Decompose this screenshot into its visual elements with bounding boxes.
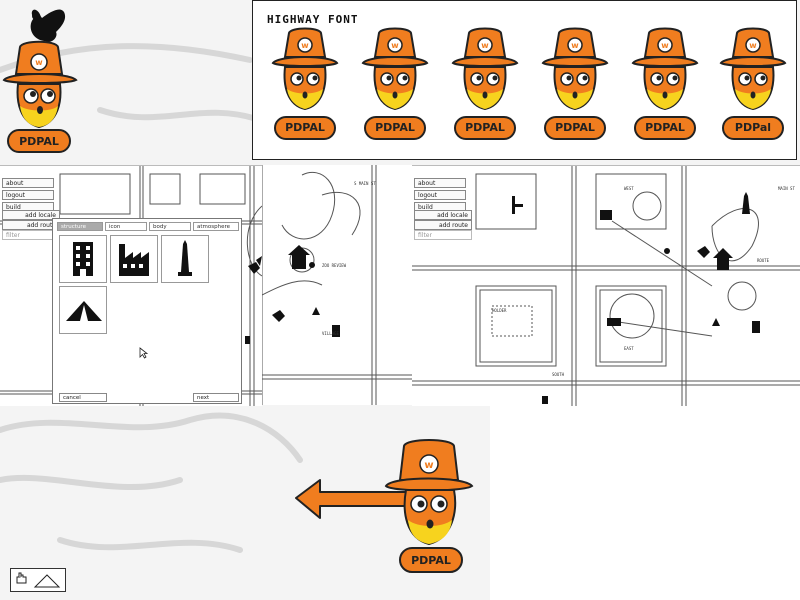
next-button[interactable]: next	[193, 393, 239, 402]
svg-text:w: w	[301, 41, 309, 50]
cursor-arrow-icon	[139, 347, 149, 359]
map-label-main-st: MAIN ST	[778, 186, 795, 191]
map-screenshot-left: about logout build add locale add route …	[0, 165, 262, 406]
svg-text:w: w	[424, 460, 433, 471]
font-sample-label: PDPAL	[465, 121, 505, 134]
building-icon	[73, 242, 93, 276]
svg-text:w: w	[749, 41, 757, 50]
svg-text:S MAIN ST: S MAIN ST	[354, 181, 376, 186]
hand-pointer-icon	[16, 572, 27, 584]
factory-icon	[119, 244, 149, 276]
map-label-route: ROUTE	[757, 258, 770, 263]
menu-logout-button[interactable]: logout	[2, 190, 54, 200]
obelisk-icon	[178, 240, 192, 276]
menu-add-locale-button[interactable]: add locale	[2, 210, 60, 220]
tent-tile[interactable]	[59, 286, 107, 334]
mascot-label-bottom: PDPAL	[411, 554, 451, 567]
triangle-icon	[33, 574, 61, 588]
squirrel-icon	[30, 9, 66, 43]
obelisk-tile[interactable]	[161, 235, 209, 283]
font-sample-label: PDPAL	[285, 121, 325, 134]
svg-text:w: w	[391, 41, 399, 50]
mascot-with-squirrel: w PDPAL	[0, 2, 80, 160]
right-menu-add-locale-button[interactable]: add locale	[414, 210, 472, 220]
tab-body[interactable]: body	[149, 222, 191, 231]
map-label-west: WEST	[624, 186, 634, 191]
map-label-south: SOUTH	[552, 372, 565, 377]
font-panel-title: HIGHWAY FONT	[267, 13, 359, 26]
cancel-button[interactable]: cancel	[59, 393, 107, 402]
menu-about-button[interactable]: about	[2, 178, 54, 188]
factory-tile[interactable]	[110, 235, 158, 283]
right-menu-add-route-button[interactable]: add route	[414, 220, 472, 230]
svg-text:w: w	[661, 41, 669, 50]
font-sample-label: PDPal	[734, 121, 772, 134]
svg-text:VILLAGE: VILLAGE	[322, 331, 339, 336]
svg-text:w: w	[571, 41, 579, 50]
map-screenshot-right: about logout build add locale add route …	[412, 165, 800, 406]
tent-icon	[66, 301, 102, 321]
map-drawing-left-extension: S MAIN ST ZOO REVIEW VILLAGE	[262, 165, 412, 405]
right-menu-about-button[interactable]: about	[414, 178, 466, 188]
tab-icon[interactable]: icon	[105, 222, 147, 231]
font-sample-label: PDPAL	[555, 121, 595, 134]
build-dialog: structure icon body atmosphere	[52, 218, 242, 404]
navigation-icon-box[interactable]	[10, 568, 66, 592]
svg-text:ZOO REVIEW: ZOO REVIEW	[322, 263, 347, 268]
map-label-holder: HOLDER	[492, 308, 507, 313]
map-label-east: EAST	[624, 346, 634, 351]
right-menu-logout-button[interactable]: logout	[414, 190, 466, 200]
svg-text:w: w	[481, 41, 489, 50]
white-area	[490, 405, 800, 600]
mascot-pointing-left: w PDPAL	[292, 436, 482, 598]
font-sample-label: PDPAL	[375, 121, 415, 134]
building-tile[interactable]	[59, 235, 107, 283]
font-sample-label: PDPAL	[645, 121, 685, 134]
right-filter-input[interactable]: filter	[414, 230, 472, 240]
tab-atmosphere[interactable]: atmosphere	[193, 222, 239, 231]
svg-text:w: w	[35, 58, 43, 67]
map-drawing-right	[412, 166, 800, 406]
mascot-label: PDPAL	[19, 135, 59, 148]
tab-structure[interactable]: structure	[57, 222, 103, 231]
